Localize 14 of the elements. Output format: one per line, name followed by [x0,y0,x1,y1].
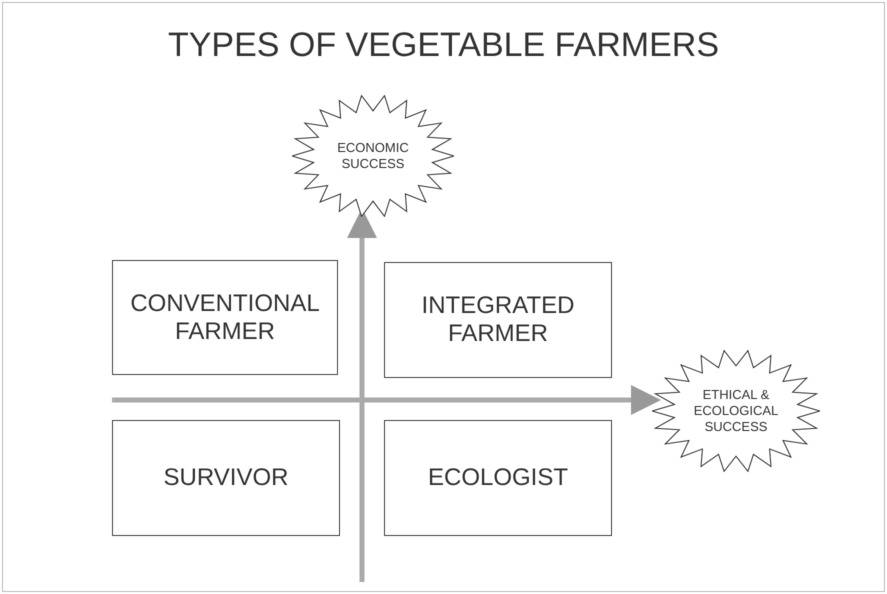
diagram-title: TYPES OF VEGETABLE FARMERS [166,26,720,65]
quadrant-label: SURVIVOR [162,464,290,492]
quadrant-label: CONVENTIONAL FARMER [129,290,321,346]
quadrant-box [384,262,612,378]
quadrant-box [112,260,338,375]
quadrant-label: ECOLOGIST [426,464,570,492]
quadrant-box [112,420,340,536]
starburst-label: ECONOMIC SUCCESS [336,140,410,172]
starburst-shape [652,350,820,472]
axis-arrow [112,385,661,415]
starburst-shape [292,95,454,217]
quadrant-box [384,420,612,536]
quadrant-label: INTEGRATED FARMER [420,292,576,348]
starburst-label: ETHICAL & ECOLOGICAL SUCCESS [693,387,779,435]
